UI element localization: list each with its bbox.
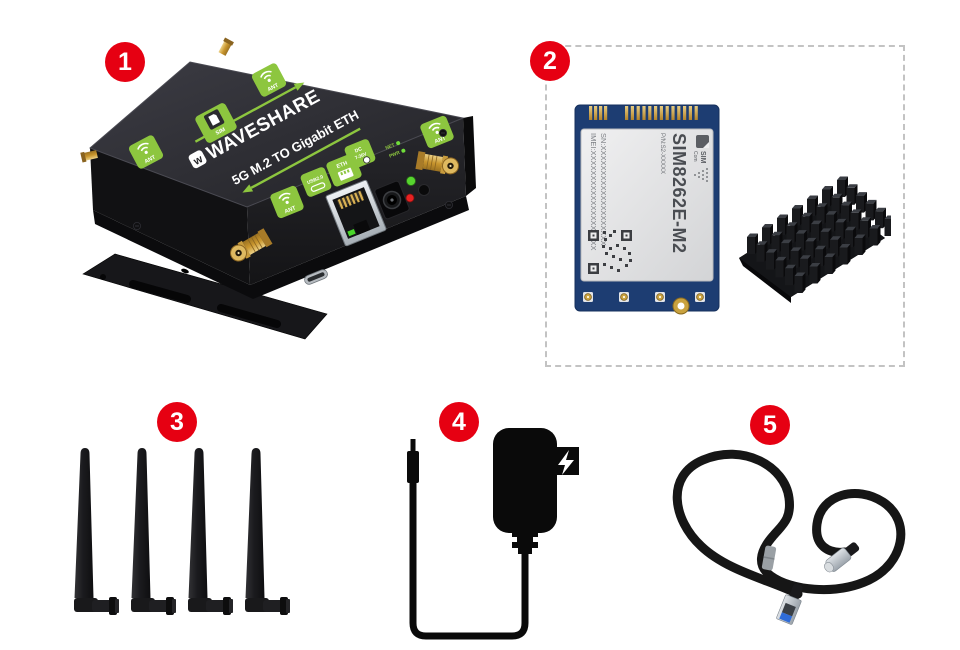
item-2-number-badge: 2: [530, 41, 570, 81]
usb-cable-svg: [672, 449, 906, 625]
dc-plug-tip: [410, 439, 416, 453]
dc-plug-barrel: [407, 451, 419, 483]
badge-5-label: 5: [763, 410, 777, 439]
heatsink-photo: [733, 158, 891, 308]
sim8262e-module-photo: SIM Com SIM8262E-M2 P/N:S2-XXXXX SN:XXXX…: [567, 103, 727, 323]
pwr-led-label: PWR: [388, 150, 401, 160]
sma-stub-top: [218, 37, 234, 56]
antenna-4: [245, 448, 290, 615]
module-part-number: P/N:S2-XXXXX: [659, 133, 665, 174]
antenna-2: [131, 448, 176, 615]
ufl-antenna-connectors: [583, 292, 705, 315]
waveshare-logo-icon: [188, 150, 207, 169]
antennas-svg: [74, 448, 290, 615]
module-serial: SN:XXXXXXXXXXXXXXXXXXXX: [599, 133, 608, 246]
badge-4-label: 4: [452, 407, 466, 436]
enclosure-photo: ANT: [55, 30, 485, 350]
usb-cable-photo: [645, 428, 930, 643]
usb-port-label: USB2.0: [306, 174, 324, 186]
cable-velcro-strap: [761, 545, 777, 571]
usb-a-blue-tongue: [779, 612, 793, 623]
adapter-body: [493, 428, 557, 533]
adapter-cable: [409, 477, 529, 640]
screw: [132, 221, 142, 231]
cable-cord: [672, 449, 906, 599]
led-labels: NET PWR: [385, 141, 406, 160]
item-4-number-badge: 4: [439, 402, 479, 442]
usb-a-connector: [776, 583, 803, 625]
adapter-silhouette: [407, 428, 579, 554]
badge-2-label: 2: [543, 46, 557, 75]
simcom-brand-sim: SIM: [699, 151, 706, 164]
enclosure-svg: ANT: [80, 37, 476, 340]
screw: [438, 128, 448, 138]
usb-c-port: [304, 269, 328, 285]
module-svg: SIM Com SIM8262E-M2 P/N:S2-XXXXX SN:XXXX…: [574, 104, 720, 315]
item-1-number-badge: 1: [105, 42, 145, 82]
antennas-photo: [65, 438, 315, 638]
item-3-number-badge: 3: [157, 402, 197, 442]
sim-port-label: SIM: [215, 127, 227, 137]
sma-stub-left: [80, 150, 98, 163]
eth-port-label: ETH: [336, 160, 349, 170]
dc-button-icon: [363, 156, 371, 164]
module-imei: IMEI:XXXXXXXXXXXXXXXXXXXX: [589, 133, 598, 251]
screw: [444, 200, 454, 210]
module-label-text: SIM Com SIM8262E-M2 P/N:S2-XXXXX SN:XXXX…: [589, 133, 709, 254]
arrow-right-icon: [293, 82, 305, 91]
rj45-link-led: [347, 228, 356, 237]
green-led: [406, 176, 416, 186]
simcom-brand-com: Com: [692, 151, 698, 162]
lightning-bolt-icon: [558, 450, 574, 475]
usb-c-connector: [824, 542, 860, 573]
enclosure-base-edge: [93, 196, 469, 299]
module-model: SIM8262E-M2: [669, 133, 689, 254]
net-led-label: NET: [385, 142, 396, 151]
badge-3-label: 3: [170, 407, 184, 436]
enclosure-top-face: [89, 61, 465, 208]
rj45-icon: [337, 167, 354, 181]
heatsink-svg: [739, 158, 891, 303]
net-led-dot-icon: [396, 141, 401, 146]
enclosure-right-face: [463, 116, 476, 196]
arrow-left-icon: [242, 184, 254, 193]
power-adapter-photo: [385, 425, 590, 647]
mounting-flange: [82, 253, 328, 340]
usb-port-icon: [310, 182, 326, 192]
dc-power-jack: [374, 180, 410, 220]
badge-1-label: 1: [118, 47, 132, 76]
dc-label-line2: 7-36V: [354, 151, 368, 161]
item-5-number-badge: 5: [750, 405, 790, 445]
simcom-dots-pattern: [694, 168, 708, 182]
m2-edge-connector: [589, 106, 698, 120]
dc-label-line1: DC: [354, 146, 363, 154]
enclosure-left-face: [90, 148, 250, 285]
dc-label: DC 7-36V: [344, 139, 376, 169]
antenna-1: [74, 448, 119, 615]
qr-code: [588, 230, 632, 274]
simcom-logo-icon: [696, 135, 709, 148]
sim-slot-label: SIM: [195, 103, 237, 143]
pwr-led-dot-icon: [401, 148, 406, 153]
power-adapter-svg: [407, 428, 579, 640]
red-led: [405, 193, 415, 203]
module-shield-label: [580, 128, 714, 282]
reset-button: [418, 184, 430, 196]
antenna-3: [188, 448, 233, 615]
rj45-ethernet-port: [325, 179, 387, 247]
base-hole: [181, 268, 189, 274]
usb-label: USB2.0: [300, 167, 332, 197]
